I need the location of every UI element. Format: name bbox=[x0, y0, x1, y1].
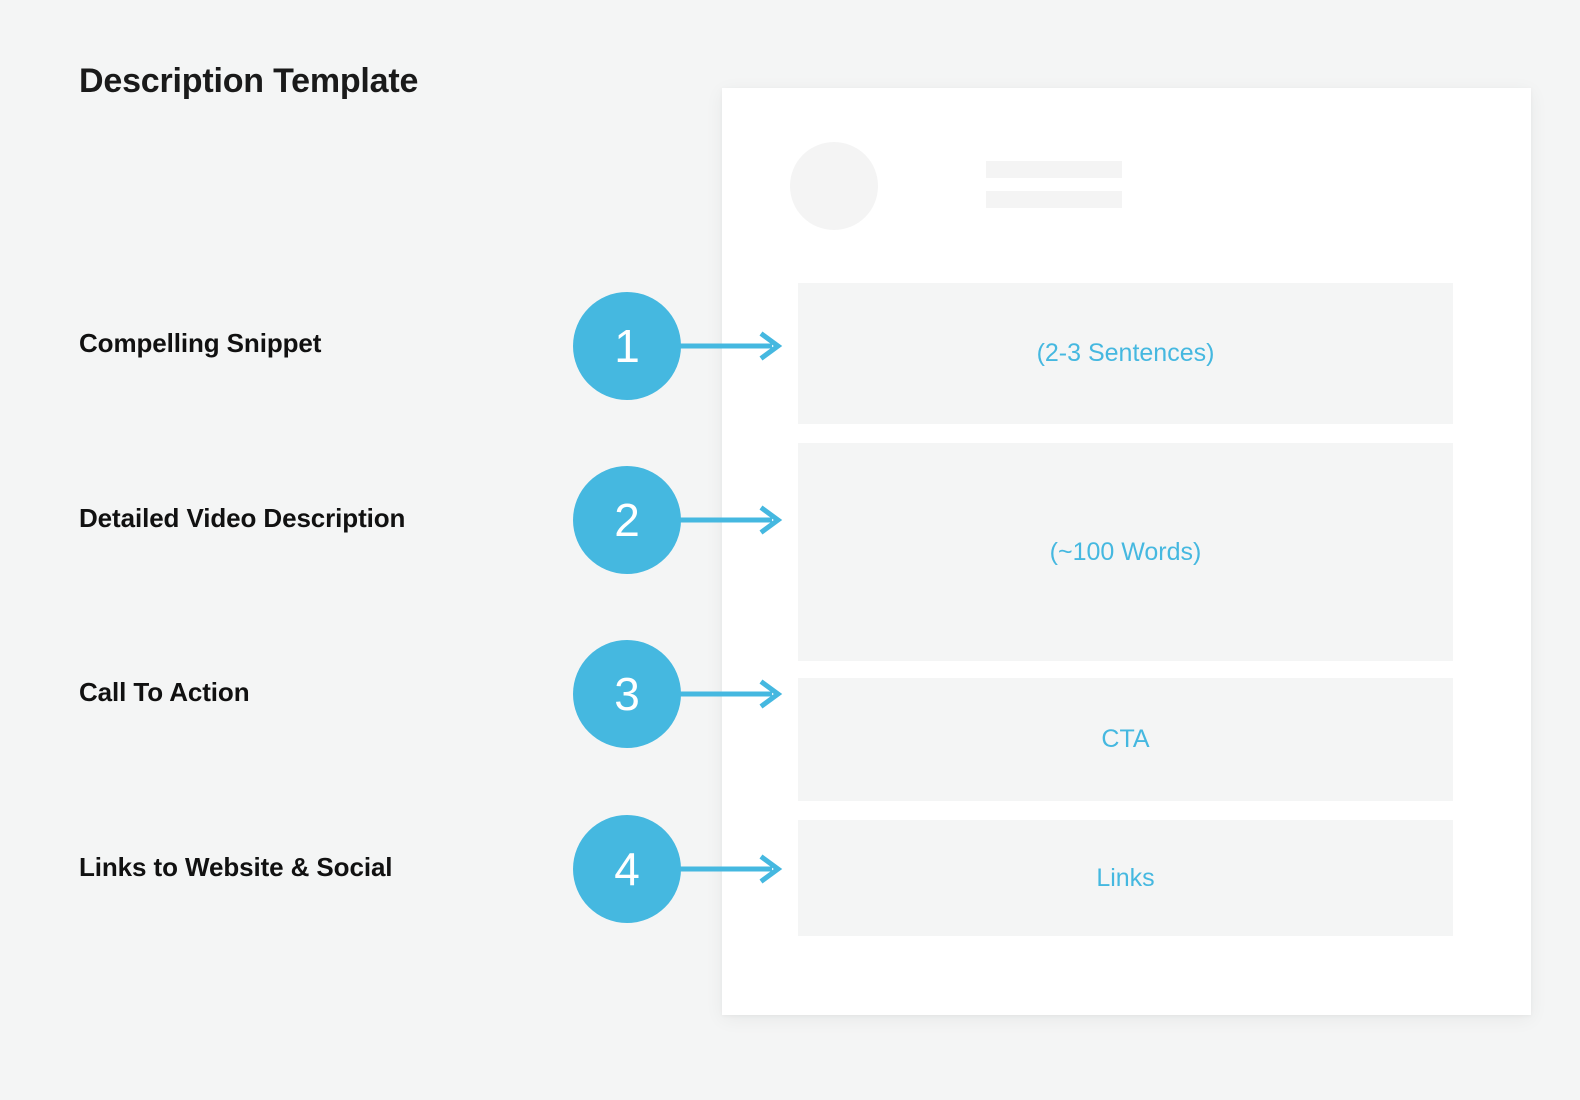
step-label-2: Detailed Video Description bbox=[79, 503, 406, 533]
avatar bbox=[790, 142, 878, 230]
arrow-right-icon-3 bbox=[660, 679, 786, 709]
card-header bbox=[790, 142, 1130, 238]
header-placeholder-line-2 bbox=[986, 191, 1122, 208]
step-label-3: Call To Action bbox=[79, 677, 250, 707]
description-card: (2-3 Sentences) (~100 Words) CTA Links bbox=[722, 88, 1531, 1015]
step-label-1: Compelling Snippet bbox=[79, 328, 322, 358]
content-block-snippet: (2-3 Sentences) bbox=[798, 283, 1453, 424]
content-block-links: Links bbox=[798, 820, 1453, 936]
step-label-4: Links to Website & Social bbox=[79, 852, 393, 882]
header-placeholder-line-1 bbox=[986, 161, 1122, 178]
content-block-cta: CTA bbox=[798, 678, 1453, 801]
page-title: Description Template bbox=[79, 62, 419, 100]
content-block-description: (~100 Words) bbox=[798, 443, 1453, 661]
arrow-right-icon-1 bbox=[660, 331, 786, 361]
arrow-right-icon-4 bbox=[660, 854, 786, 884]
arrow-right-icon-2 bbox=[660, 505, 786, 535]
